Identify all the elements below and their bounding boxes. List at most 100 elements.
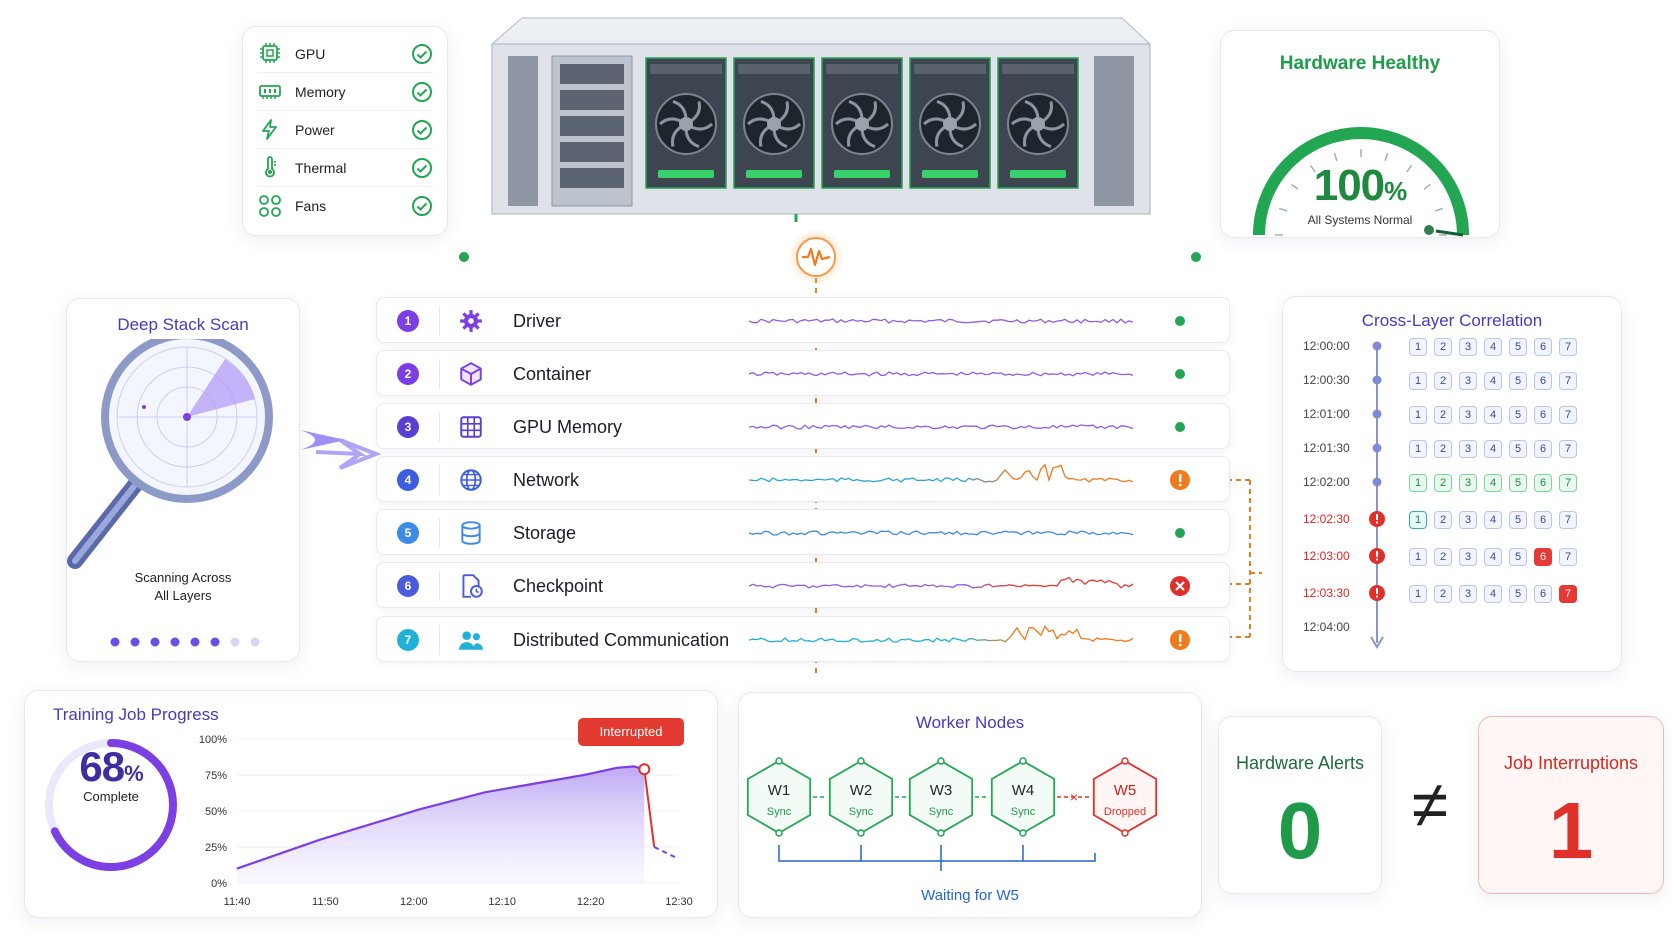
- worker-name: W2: [850, 782, 873, 799]
- layer-signal-wave: [749, 530, 1134, 536]
- worker-title: Worker Nodes: [915, 713, 1025, 732]
- timeline-node-left: [459, 252, 469, 262]
- layer-cell: 5: [1509, 511, 1527, 529]
- warning-icon: [1169, 469, 1191, 491]
- timeline-dot: [1367, 336, 1387, 361]
- layer-cell: 3: [1459, 548, 1477, 566]
- not-equal-symbol: ≠: [1411, 767, 1449, 841]
- x-tick-label: 11:50: [312, 896, 339, 908]
- layer-cell: 7: [1559, 548, 1577, 566]
- layer-cell: 4: [1484, 406, 1502, 424]
- divider: [439, 465, 440, 495]
- jobs-value: 1: [1548, 786, 1594, 875]
- health-subtitle: All Systems Normal: [1307, 213, 1413, 227]
- cube-icon: [457, 361, 485, 387]
- layer-number-badge: 2: [397, 363, 419, 385]
- check-circle-icon: [411, 81, 433, 103]
- drive-bays: [560, 64, 624, 188]
- layer-cell: 7: [1559, 338, 1577, 356]
- layer-row-storage[interactable]: 5 Storage: [376, 509, 1230, 555]
- thermometer-icon: [257, 155, 283, 179]
- layer-name: GPU Memory: [513, 417, 623, 437]
- scan-subtitle: Scanning Across All Layers: [134, 570, 232, 603]
- check-circle-icon: [411, 43, 433, 65]
- layer-number-badge: 3: [397, 416, 419, 438]
- layer-cell: 6: [1534, 474, 1552, 492]
- x-tick-label: 11:40: [224, 896, 251, 908]
- y-tick-label: 50%: [205, 806, 227, 818]
- hardware-label: GPU: [295, 45, 326, 62]
- worker-name: W4: [1012, 782, 1035, 799]
- users-icon: [457, 627, 485, 653]
- y-tick-label: 0%: [211, 878, 227, 890]
- timeline-dot: [1367, 370, 1387, 395]
- hardware-row-power: Power: [257, 111, 433, 149]
- layer-cell: 7: [1559, 585, 1577, 603]
- bolt-icon: [257, 118, 283, 141]
- layer-row-gpu-memory[interactable]: 3 GPU Memory: [376, 403, 1230, 449]
- layer-name: Checkpoint: [513, 576, 604, 596]
- chip-icon: [257, 42, 283, 65]
- health-value: 100%: [1313, 161, 1408, 210]
- divider: [439, 518, 440, 548]
- layer-number-badge: 5: [397, 522, 419, 544]
- alerts-title: Hardware Alerts: [1235, 753, 1365, 773]
- progress-donut: [45, 739, 177, 871]
- layer-cell: 7: [1559, 440, 1577, 458]
- training-job-progress-card: Training Job Progress 68% Complete 100%7…: [24, 690, 718, 918]
- worker-state: Sync: [849, 806, 874, 818]
- layer-cell: 1: [1409, 585, 1427, 603]
- layer-signal-wave: [749, 371, 1134, 377]
- layer-cell: 6: [1534, 511, 1552, 529]
- correlation-time: 12:00:30: [1303, 373, 1350, 387]
- layer-cell: 4: [1484, 338, 1502, 356]
- correlation-time: 12:01:30: [1303, 441, 1350, 455]
- correlation-time: 12:02:00: [1303, 475, 1350, 489]
- layer-cell: 6: [1534, 548, 1552, 566]
- layer-cell: 5: [1509, 548, 1527, 566]
- health-gauge: [1253, 127, 1469, 237]
- worker-state: Sync: [767, 806, 792, 818]
- gpu-fan-module: [821, 57, 903, 189]
- layer-cell: 6: [1534, 585, 1552, 603]
- warning-icon: [1169, 629, 1191, 651]
- layer-cell: 3: [1459, 372, 1477, 390]
- jobs-title: Job Interruptions: [1503, 753, 1639, 773]
- worker-name: W3: [930, 782, 953, 799]
- gauge-title: Hardware Healthy: [1279, 53, 1441, 74]
- memory-icon: [257, 81, 283, 103]
- broken-x-icon: ×: [1070, 789, 1078, 805]
- check-circle-icon: [411, 195, 433, 217]
- layer-cell: 2: [1434, 511, 1452, 529]
- interrupted-tag: Interrupted: [578, 718, 684, 746]
- layer-name: Storage: [513, 523, 577, 543]
- progress-subtitle: Complete: [83, 789, 139, 804]
- x-tick-label: 12:10: [488, 896, 516, 908]
- correlation-time: 12:03:00: [1303, 549, 1350, 563]
- layer-name: Network: [513, 470, 580, 490]
- fan-icon: [257, 195, 283, 217]
- interrupt-point: [638, 763, 651, 776]
- interrupt-drop-line: [643, 769, 656, 848]
- layer-cell: 6: [1534, 372, 1552, 390]
- layer-cell: 1: [1409, 372, 1427, 390]
- hardware-label: Thermal: [295, 159, 347, 176]
- magnifier-radar-icon: [67, 339, 273, 569]
- layer-cell: 2: [1434, 338, 1452, 356]
- alert-marker-icon: [1367, 583, 1387, 608]
- layer-cell: 4: [1484, 474, 1502, 492]
- layer-cell: 3: [1459, 406, 1477, 424]
- layer-cell: 7: [1559, 406, 1577, 424]
- status-ok-dot-icon: [1169, 363, 1191, 385]
- correlation-time: 12:02:30: [1303, 512, 1350, 526]
- status-ok-dot-icon: [1169, 416, 1191, 438]
